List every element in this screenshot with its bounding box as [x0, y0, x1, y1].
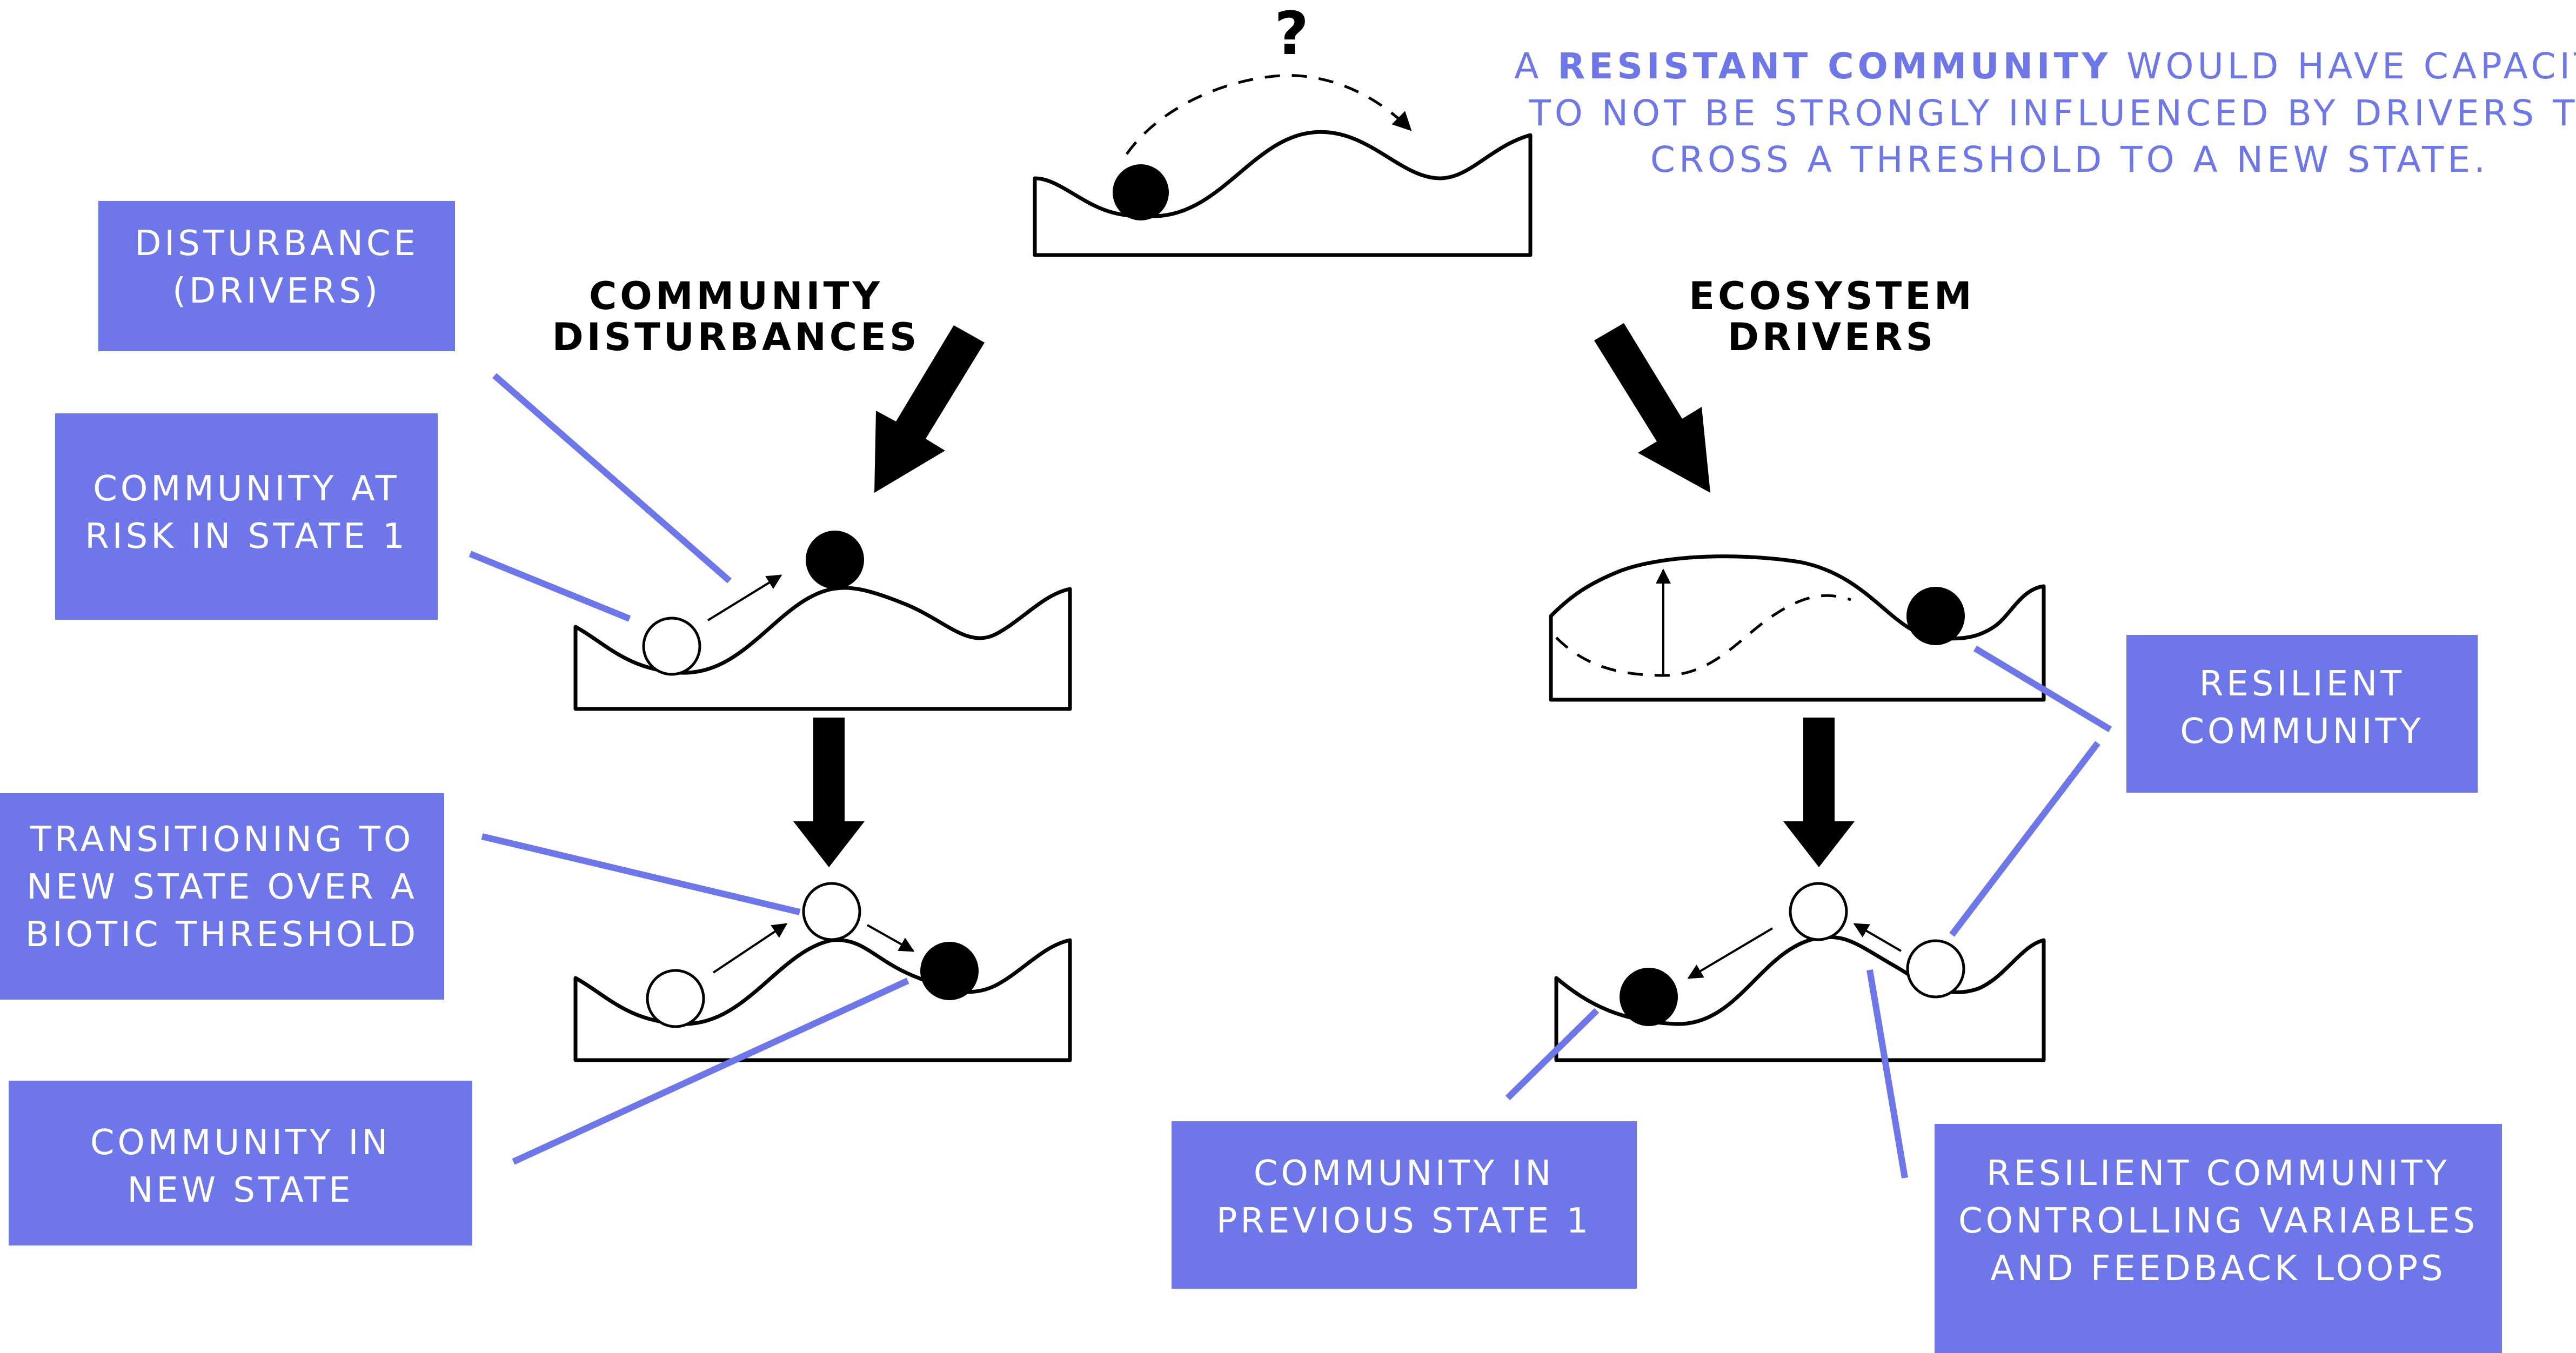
label-previous-state: COMMUNITY IN PREVIOUS STATE 1 [1172, 1121, 1637, 1289]
right-landscape-1 [1549, 554, 2046, 702]
question-mark: ? [1274, 0, 1309, 68]
leader-resilient-b [1949, 741, 2100, 937]
right-basin-1 [1549, 554, 2046, 702]
label-at-risk-box [55, 413, 438, 620]
left-down-arrow [793, 718, 865, 867]
right-heading-line-1: ECOSYSTEM [1689, 274, 1975, 318]
right-dashed-landscape [1555, 594, 1851, 677]
label-controlling-line-2: CONTROLLING VARIABLES [1958, 1201, 2478, 1241]
left-basin-1 [573, 531, 1072, 711]
label-new-state-line-2: NEW STATE [127, 1170, 353, 1210]
label-disturbance: DISTURBANCE (DRIVERS) [98, 201, 455, 351]
label-previous-state-box [1172, 1121, 1637, 1289]
leader-previous-state [1505, 1008, 1600, 1101]
label-disturbance-line-1: DISTURBANCE [135, 224, 419, 264]
label-previous-state-line-2: PREVIOUS STATE 1 [1216, 1201, 1592, 1241]
right-small-arrow-1 [1687, 927, 1774, 979]
left-solid-ball-1 [806, 531, 864, 589]
label-resilient-line-2: COMMUNITY [2180, 712, 2424, 752]
label-transitioning-line-1: TRANSITIONING TO [30, 820, 414, 860]
resistant-note: A RESISTANT COMMUNITY WOULD HAVE CAPACIT… [1514, 45, 2576, 180]
note-line-1: A RESISTANT COMMUNITY WOULD HAVE CAPACIT… [1514, 45, 2576, 87]
leader-disturbance [492, 373, 732, 584]
note-line-3: CROSS A THRESHOLD TO A NEW STATE. [1650, 139, 2489, 180]
right-diagonal-arrow [1594, 323, 1710, 493]
right-heading-line-2: DRIVERS [1728, 315, 1936, 359]
top-landscape [1033, 130, 1533, 257]
top-dashed-trajectory [1125, 74, 1412, 155]
label-controlling-box [1935, 1124, 2502, 1353]
left-small-arrow-2 [712, 923, 788, 974]
leader-new-state [512, 977, 909, 1165]
right-small-arrow-2 [1853, 923, 1902, 952]
right-basin-2 [1554, 882, 2046, 1062]
label-controlling-line-3: AND FEEDBACK LOOPS [1990, 1249, 2446, 1289]
right-down-arrow [1783, 718, 1855, 867]
label-resilient: RESILIENT COMMUNITY [2126, 635, 2478, 793]
label-transitioning-line-3: BIOTIC THRESHOLD [25, 915, 419, 955]
top-ball [1113, 164, 1169, 220]
label-at-risk-line-1: COMMUNITY AT [93, 469, 400, 509]
label-transitioning-line-2: NEW STATE OVER A [26, 867, 417, 907]
label-controlling-line-1: RESILIENT COMMUNITY [1986, 1154, 2450, 1194]
label-new-state-line-1: COMMUNITY IN [90, 1123, 391, 1163]
label-transitioning: TRANSITIONING TO NEW STATE OVER A BIOTIC… [0, 793, 444, 1000]
leader-at-risk [469, 551, 631, 622]
leader-transitioning [481, 833, 801, 915]
left-solid-ball-2 [920, 942, 979, 1000]
note-line-2: TO NOT BE STRONGLY INFLUENCED BY DRIVERS… [1529, 92, 2576, 134]
left-small-arrow-3 [867, 924, 915, 952]
leader-resilient-a [1973, 645, 2112, 733]
left-basin-2 [573, 882, 1072, 1062]
label-at-risk: COMMUNITY AT RISK IN STATE 1 [55, 413, 438, 620]
label-previous-state-line-1: COMMUNITY IN [1254, 1154, 1554, 1194]
label-disturbance-line-2: (DRIVERS) [172, 271, 381, 311]
left-heading-line-2: DISTURBANCES [552, 315, 920, 359]
leader-controlling [1866, 969, 1908, 1178]
left-small-arrow-1 [707, 574, 782, 621]
label-transitioning-box [0, 793, 444, 1000]
left-open-ball-3 [802, 882, 861, 941]
top-basin-group: ? [1033, 0, 1533, 257]
left-open-ball-2 [646, 969, 705, 1028]
left-diagonal-arrow [874, 325, 985, 493]
label-new-state-box [9, 1081, 472, 1245]
right-solid-ball-1 [1906, 587, 1965, 645]
label-controlling: RESILIENT COMMUNITY CONTROLLING VARIABLE… [1935, 1124, 2502, 1353]
left-heading: COMMUNITY DISTURBANCES [552, 274, 920, 359]
label-resilient-line-1: RESILIENT [2199, 664, 2405, 704]
leader-lines [469, 373, 2112, 1178]
right-heading: ECOSYSTEM DRIVERS [1689, 274, 1975, 359]
right-solid-ball-2 [1620, 968, 1678, 1026]
label-at-risk-line-2: RISK IN STATE 1 [85, 517, 408, 557]
left-open-ball-1 [642, 617, 701, 676]
label-disturbance-box [98, 201, 455, 351]
left-heading-line-1: COMMUNITY [589, 274, 883, 318]
right-open-ball-1 [1789, 882, 1848, 941]
right-open-ball-2 [1906, 939, 1965, 999]
label-resilient-box [2126, 635, 2478, 793]
label-new-state: COMMUNITY IN NEW STATE [9, 1081, 472, 1245]
